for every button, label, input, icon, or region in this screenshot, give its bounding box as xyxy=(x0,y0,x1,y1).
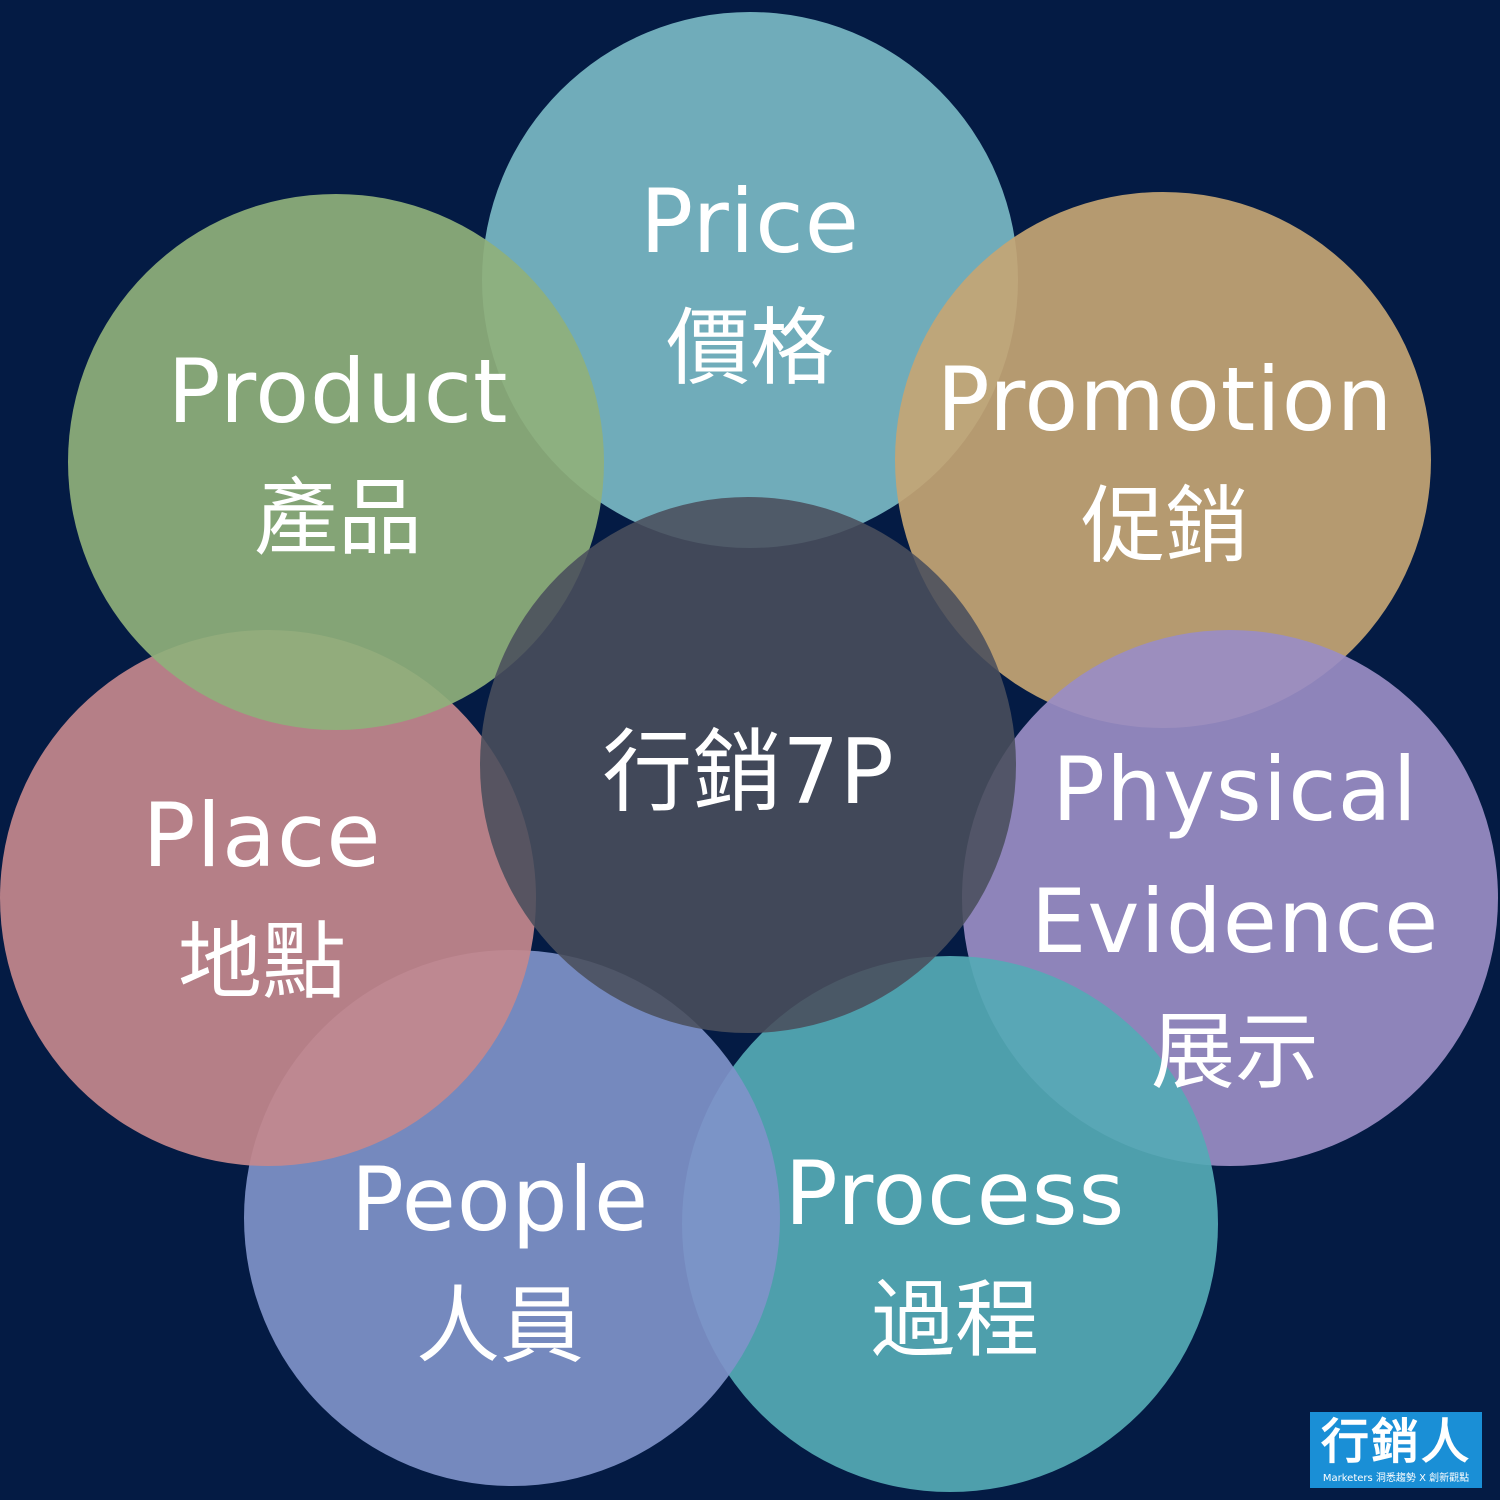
product-circle xyxy=(68,194,604,730)
process-circle xyxy=(682,956,1218,1492)
physical-evidence-zh-text: 展示 xyxy=(1150,1003,1319,1101)
price-circle xyxy=(482,12,1018,548)
people-zh-text: 人員 xyxy=(415,1277,584,1375)
promotion-zh-text: 促銷 xyxy=(1080,477,1249,575)
people-label: People 人員 xyxy=(300,1148,700,1375)
place-circle xyxy=(0,630,536,1166)
promotion-en-text: Promotion xyxy=(936,348,1394,451)
center-circle xyxy=(480,497,1016,1033)
physical-evidence-en-line2: Evidence xyxy=(1030,870,1440,973)
center-label: 行銷7P xyxy=(602,720,894,825)
brand-logo-text: 行銷人 xyxy=(1320,1414,1471,1470)
price-label: Price 價格 xyxy=(550,170,950,397)
price-en-text: Price xyxy=(640,170,860,273)
brand-logo-tagline: Marketers 洞悉趨勢 X 創新觀點 xyxy=(1322,1473,1470,1484)
physical-evidence-en-line1: Physical xyxy=(1052,738,1418,841)
process-en-text: Process xyxy=(784,1142,1126,1245)
process-label: Process 過程 xyxy=(755,1142,1155,1369)
promotion-circle xyxy=(895,192,1431,728)
people-en-text: People xyxy=(350,1148,650,1251)
place-zh-text: 地點 xyxy=(177,913,346,1011)
place-label: Place 地點 xyxy=(62,784,462,1011)
product-zh-text: 產品 xyxy=(253,469,422,567)
place-en-text: Place xyxy=(142,784,382,887)
process-zh-text: 過程 xyxy=(870,1271,1039,1369)
product-en-text: Product xyxy=(167,340,509,443)
brand-logo: 行銷人 Marketers 洞悉趨勢 X 創新觀點 xyxy=(1310,1412,1482,1488)
promotion-label: Promotion 促銷 xyxy=(905,348,1425,575)
price-zh-text: 價格 xyxy=(665,299,834,397)
product-label: Product 產品 xyxy=(138,340,538,567)
physical-evidence-label: Physical Evidence 展示 xyxy=(1000,738,1470,1101)
